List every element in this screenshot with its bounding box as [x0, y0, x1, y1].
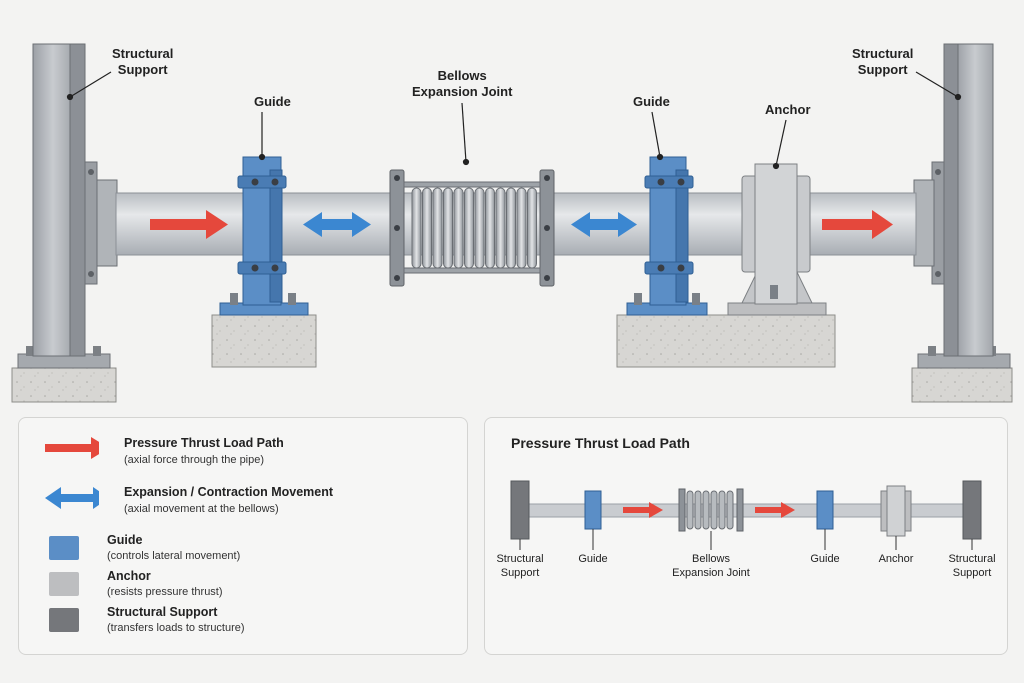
schematic-thrust-arrow-1 — [623, 502, 663, 518]
schematic-panel: Pressure Thrust Load Path — [484, 417, 1008, 655]
legend-panel: Pressure Thrust Load Path (axial force t… — [18, 417, 468, 655]
double-arrow-icon — [45, 487, 99, 509]
schematic-label-bellows: Bellows Expansion Joint — [672, 552, 750, 580]
legend-sub-movement: (axial movement at the bellows) — [124, 503, 279, 515]
schematic-anchor — [880, 485, 912, 537]
schematic-guide-left — [584, 490, 602, 530]
bellows-corrugation — [464, 187, 474, 269]
schematic-leaders — [519, 529, 973, 550]
bellows-corrugation — [422, 187, 432, 269]
callout-bellows: Bellows Expansion Joint — [412, 68, 512, 100]
callout-guide-left: Guide — [254, 94, 291, 109]
legend-title-guide: Guide — [107, 533, 143, 547]
callout-guide-right: Guide — [633, 94, 670, 109]
schematic-label-support-right: Structural Support — [948, 552, 995, 580]
legend-title-support: Structural Support — [107, 605, 218, 619]
schematic-label-anchor: Anchor — [878, 553, 914, 565]
bellows-corrugation — [485, 187, 495, 269]
bellows-corrugation — [495, 187, 506, 269]
pressure-thrust-arrow-left — [150, 210, 228, 239]
legend-symbols — [45, 437, 99, 509]
bellows-corrugation — [453, 187, 464, 269]
guide-swatch — [49, 536, 79, 560]
callout-leaders — [66, 71, 962, 170]
movement-arrow-left — [303, 212, 371, 237]
guide-right — [626, 156, 708, 316]
schematic-label-line: Expansion Joint — [672, 567, 750, 579]
callout-line: Support — [117, 62, 168, 77]
bellows-corrugation — [411, 187, 422, 269]
callout-structural-support-left: Structural Support — [112, 46, 173, 78]
schematic-label-line: Support — [952, 567, 992, 579]
red-arrow-icon — [45, 437, 99, 459]
schematic-label-support-left: Structural Support — [496, 552, 543, 580]
legend-sub-guide: (controls lateral movement) — [107, 550, 241, 562]
structural-support-right — [911, 43, 1013, 403]
bellows-corrugation — [432, 187, 443, 269]
schematic-label-line: Bellows — [692, 553, 730, 565]
schematic-label-line: Structural — [496, 553, 544, 565]
bellows-expansion-joint — [389, 169, 555, 287]
schematic-diagram — [510, 480, 982, 550]
callout-anchor: Anchor — [765, 102, 811, 117]
bellows-corrugation — [443, 187, 453, 269]
structural-support-swatch — [49, 608, 79, 632]
schematic-guide-right — [816, 490, 834, 530]
schematic-label-guide-right: Guide — [810, 553, 840, 565]
callout-line: Bellows — [437, 68, 487, 83]
bellows-corrugation — [527, 187, 537, 269]
callout-line: Expansion Joint — [412, 84, 513, 99]
schematic-label-guide-left: Guide — [578, 553, 608, 565]
callout-structural-support-right: Structural Support — [852, 46, 913, 78]
legend-sub-support: (transfers loads to structure) — [107, 622, 245, 634]
legend-sub-thrust: (axial force through the pipe) — [124, 454, 265, 466]
legend-title-movement: Expansion / Contraction Movement — [124, 485, 334, 499]
schematic-support-left — [510, 480, 530, 540]
schematic-label-line: Support — [500, 567, 540, 579]
structural-support-left — [11, 43, 118, 403]
legend-sub-anchor: (resists pressure thrust) — [107, 586, 223, 598]
schematic-bellows — [678, 488, 744, 532]
callout-line: Structural — [112, 46, 174, 61]
legend-title-thrust: Pressure Thrust Load Path — [124, 436, 284, 450]
bellows-corrugation — [506, 187, 516, 269]
schematic-support-right — [962, 480, 982, 540]
schematic-title: Pressure Thrust Load Path — [511, 435, 690, 451]
movement-arrow-right — [571, 212, 637, 237]
bellows-corrugation — [516, 187, 527, 269]
callout-line: Support — [857, 62, 908, 77]
callout-line: Structural — [852, 46, 914, 61]
schematic-label-line: Structural — [948, 553, 996, 565]
legend-title-anchor: Anchor — [107, 569, 151, 583]
concrete-pad-left — [211, 314, 317, 368]
guide-left — [219, 156, 309, 316]
concrete-pad-right — [616, 314, 836, 368]
anchor-swatch — [49, 572, 79, 596]
pressure-thrust-arrow-right — [822, 210, 893, 239]
bellows-corrugation — [474, 187, 485, 269]
schematic-thrust-arrow-2 — [755, 502, 795, 518]
